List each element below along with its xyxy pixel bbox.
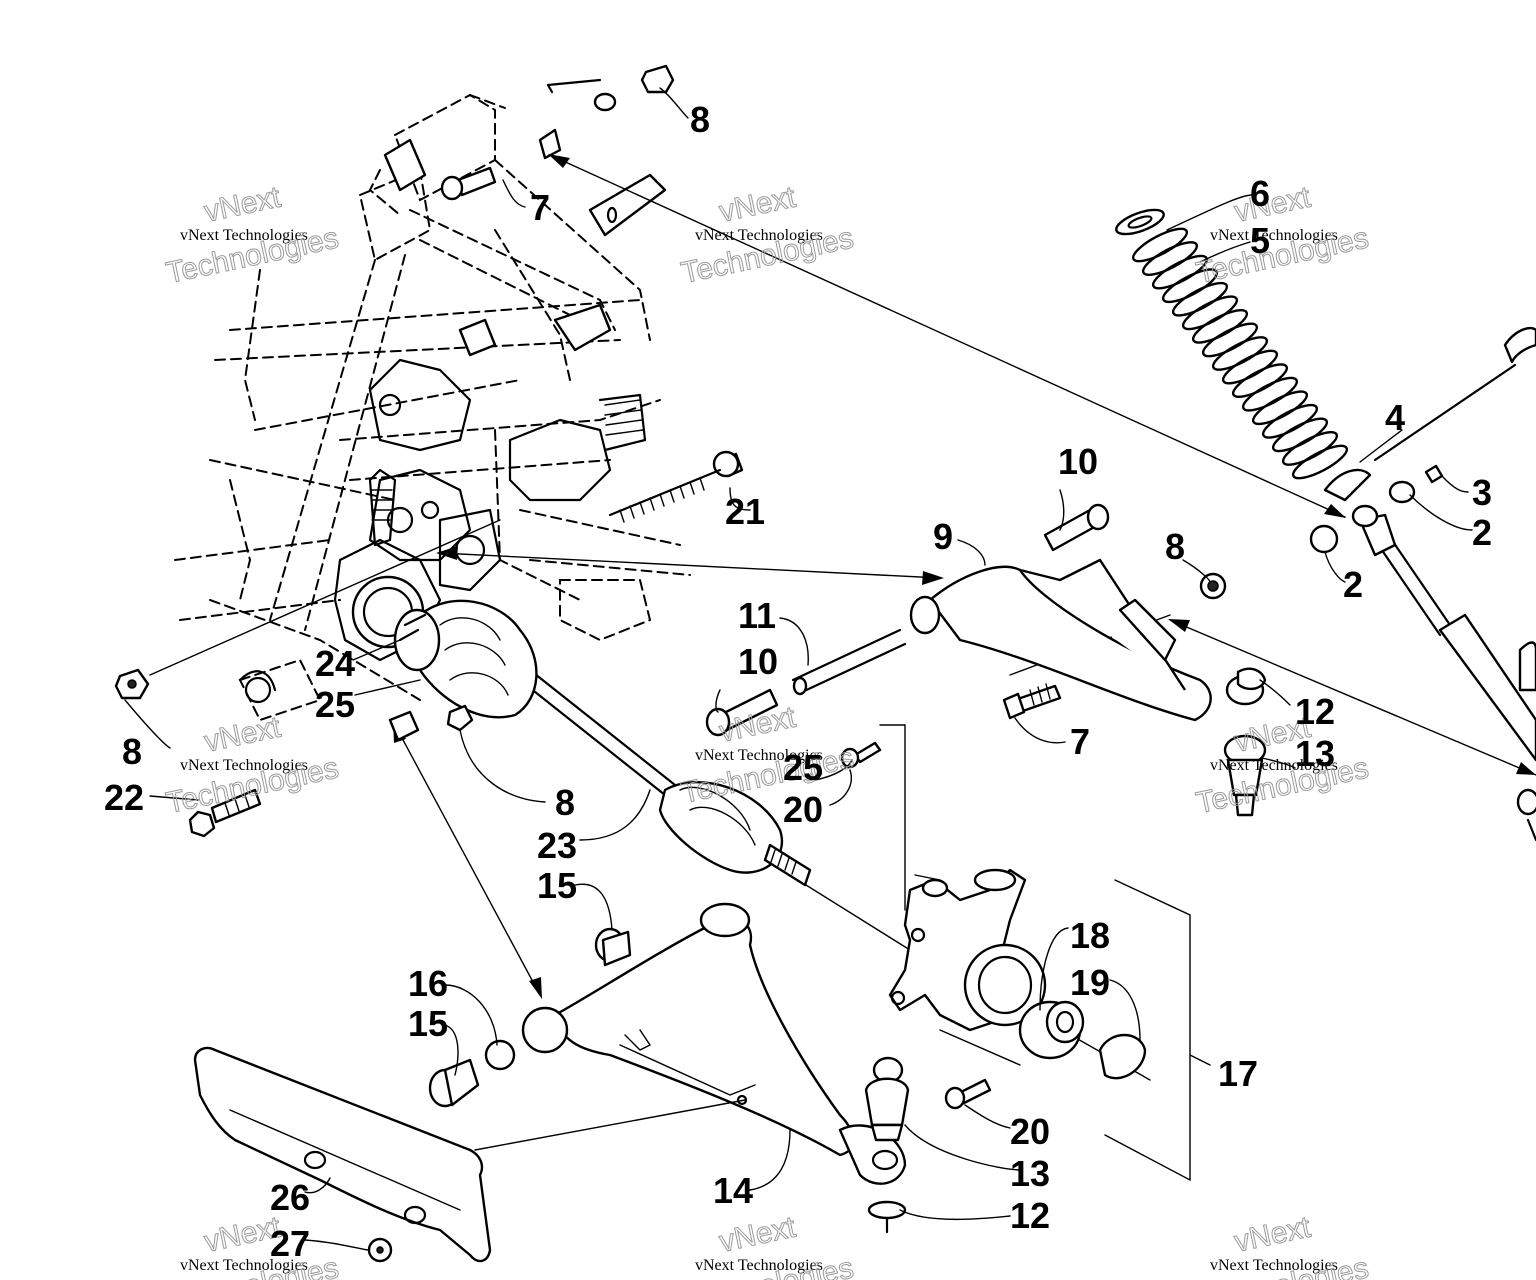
callout-20: 20 (783, 789, 823, 830)
spring-retainer (1115, 208, 1165, 236)
spring-coil (1251, 390, 1309, 426)
spring-coil (1181, 295, 1239, 331)
callout-25: 25 (315, 684, 355, 725)
callout-15: 15 (537, 865, 577, 906)
callout-9: 9 (933, 516, 953, 557)
coil-spring (1131, 227, 1349, 480)
watermark-text: vNext Technologies (180, 757, 308, 774)
callout-12: 12 (1295, 691, 1335, 732)
watermark-text: vNext Technologies (180, 1257, 308, 1274)
bolts-20 (840, 741, 992, 1110)
watermark-text: vNext (716, 1211, 799, 1259)
spring-coil (1171, 281, 1229, 317)
spring-coil (1271, 417, 1329, 453)
callout-8: 8 (1165, 526, 1185, 567)
callout-6: 6 (1250, 173, 1270, 214)
callout-4: 4 (1385, 397, 1405, 438)
callout-7: 7 (530, 187, 550, 228)
watermark-text: vNext (201, 711, 284, 759)
spring-coil (1281, 431, 1339, 466)
watermark-text: vNext Technologies (1210, 227, 1338, 244)
spring-coil (1131, 227, 1189, 263)
callout-16: 16 (408, 963, 448, 1004)
steering-knuckle (888, 868, 1047, 1032)
drive-axle (393, 599, 812, 887)
callout-3: 3 (1472, 472, 1492, 513)
callout-24: 24 (315, 643, 355, 684)
upper-a-arm (909, 558, 1267, 722)
callout-21: 21 (725, 491, 765, 532)
callout-22: 22 (104, 777, 144, 818)
callout-labels: 8 7 6 5 4 3 2 2 10 21 9 8 11 10 12 13 7 … (104, 99, 1492, 1264)
bolt-7-upper-arm (1002, 683, 1062, 720)
spring-coil (1191, 309, 1249, 344)
watermark-text: vNext Technologies (695, 1257, 823, 1274)
callout-20: 20 (1010, 1111, 1050, 1152)
callout-8: 8 (690, 99, 710, 140)
spring-coil (1151, 254, 1209, 290)
bracket-17 (1104, 879, 1211, 1182)
wheel-bearing (1018, 1000, 1085, 1060)
spring-coil (1201, 322, 1259, 358)
spring-coil (1141, 241, 1199, 276)
callout-15: 15 (408, 1003, 448, 1044)
upper-pins (705, 503, 1110, 737)
watermark-text: vNext Technologies (180, 227, 308, 244)
spring-coil (1241, 376, 1299, 412)
callout-13: 13 (1010, 1153, 1050, 1194)
spring-coil (1221, 349, 1279, 385)
skid-plate (193, 1046, 492, 1263)
callout-7: 7 (1070, 721, 1090, 762)
watermark-text: vNext Technologies (695, 227, 823, 244)
watermark-text: vNext (1231, 1211, 1314, 1259)
spring-coil (1261, 403, 1319, 439)
callout-23: 23 (537, 825, 577, 866)
callout-19: 19 (1070, 962, 1110, 1003)
lower-bushings (428, 1039, 516, 1108)
leader-curves (124, 87, 1473, 1251)
watermark-text: vNext Technologies (1210, 1257, 1338, 1274)
watermark-text: vNext (716, 181, 799, 229)
spring-coil (1211, 336, 1269, 371)
circlip-lower (867, 1200, 907, 1234)
watermark-text: vNext Technologies (695, 747, 823, 764)
watermark-text: vNext (201, 181, 284, 229)
watermark-text: vNext Technologies (1210, 757, 1338, 774)
spring-coil (1161, 268, 1219, 304)
callout-5: 5 (1250, 220, 1270, 261)
callout-2: 2 (1472, 512, 1492, 553)
callout-13: 13 (1295, 733, 1335, 774)
spring-coil (1231, 363, 1289, 398)
callout-18: 18 (1070, 915, 1110, 956)
frame-brackets (383, 128, 667, 357)
callout-10: 10 (738, 641, 778, 682)
watermark-text: vNext (716, 701, 799, 749)
callout-11: 11 (738, 595, 776, 636)
callout-17: 17 (1218, 1053, 1258, 1094)
snap-ring (1098, 1033, 1147, 1080)
shock-absorber (1309, 326, 1536, 842)
callout-25: 25 (783, 747, 823, 788)
watermark-text: vNext (1231, 181, 1314, 229)
callout-8: 8 (122, 731, 142, 772)
callout-10: 10 (1058, 441, 1098, 482)
callout-26: 26 (270, 1177, 310, 1218)
callout-14: 14 (713, 1170, 753, 1211)
ball-joint-lower (864, 1056, 910, 1142)
callout-2: 2 (1343, 564, 1363, 605)
leader-arrows (149, 154, 1536, 1081)
bolt-27 (367, 1237, 393, 1263)
spring-coil (1291, 444, 1349, 480)
callout-8: 8 (555, 782, 575, 823)
callout-27: 27 (270, 1223, 310, 1264)
lower-a-arm (521, 902, 907, 1185)
ball-joint-upper (1223, 734, 1267, 817)
upper-left-hardware (114, 64, 744, 838)
callout-12: 12 (1010, 1195, 1050, 1236)
